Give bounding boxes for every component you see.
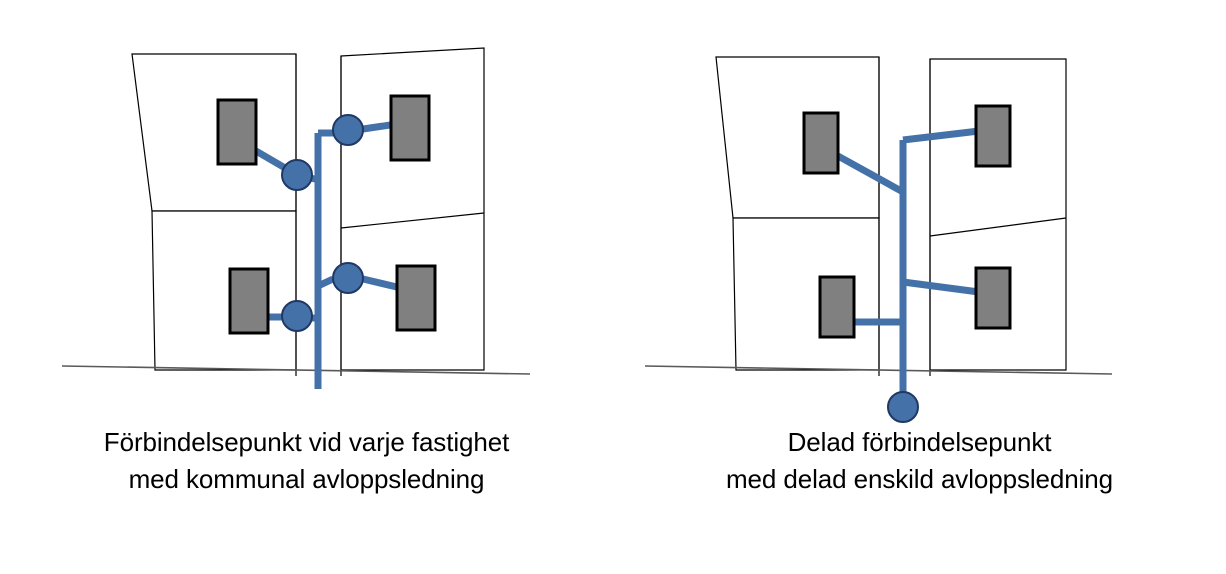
branch-upper-left <box>836 152 905 196</box>
building-left-outline <box>131 53 297 371</box>
building-left-upper-floor <box>715 56 880 219</box>
caption-left-line-2: med kommunal avloppsledning <box>128 464 485 494</box>
caption-right: Delad förbindelsepunkt med delad enskild… <box>613 424 1226 498</box>
connection-point-lower-left <box>281 300 313 332</box>
connection-point-upper-left <box>281 159 313 191</box>
building-right-floor-divider <box>929 217 1067 237</box>
caption-left-line-1: Förbindelsepunkt vid varje fastighet <box>103 427 510 457</box>
unit-upper-left <box>802 111 840 175</box>
diagram-right-svg <box>644 56 1113 423</box>
caption-right-line-1: Delad förbindelsepunkt <box>787 427 1052 457</box>
connection-point-lower-right <box>332 262 364 294</box>
unit-upper-right <box>389 94 431 162</box>
branch-upper-right <box>902 127 980 144</box>
unit-lower-left <box>228 267 270 335</box>
branch-lower-right <box>902 278 980 296</box>
diagram-left-svg <box>61 47 531 389</box>
connection-point-shared <box>887 391 919 423</box>
building-left-lower-floor <box>732 217 880 371</box>
unit-upper-right <box>974 104 1012 168</box>
building-left-upper-floor <box>131 53 297 212</box>
stub-lower-right-to-main <box>316 275 335 290</box>
building-right-floor-divider <box>340 212 485 229</box>
building-left-lower-floor <box>151 210 297 371</box>
caption-left: Förbindelsepunkt vid varje fastighet med… <box>0 424 613 498</box>
lateral-lower-right <box>362 275 402 292</box>
unit-lower-right <box>974 266 1012 330</box>
connection-point-upper-right <box>332 114 364 146</box>
caption-right-line-2: med delad enskild avloppsledning <box>725 464 1114 494</box>
ground-line <box>61 365 531 375</box>
ground-line <box>644 365 1113 375</box>
unit-lower-right <box>395 264 437 332</box>
diagram-panel-right: Delad förbindelsepunkt med delad enskild… <box>613 0 1226 574</box>
diagram-panel-left: Förbindelsepunkt vid varje fastighet med… <box>0 47 613 498</box>
unit-lower-left <box>818 275 856 339</box>
unit-upper-left <box>216 98 258 166</box>
